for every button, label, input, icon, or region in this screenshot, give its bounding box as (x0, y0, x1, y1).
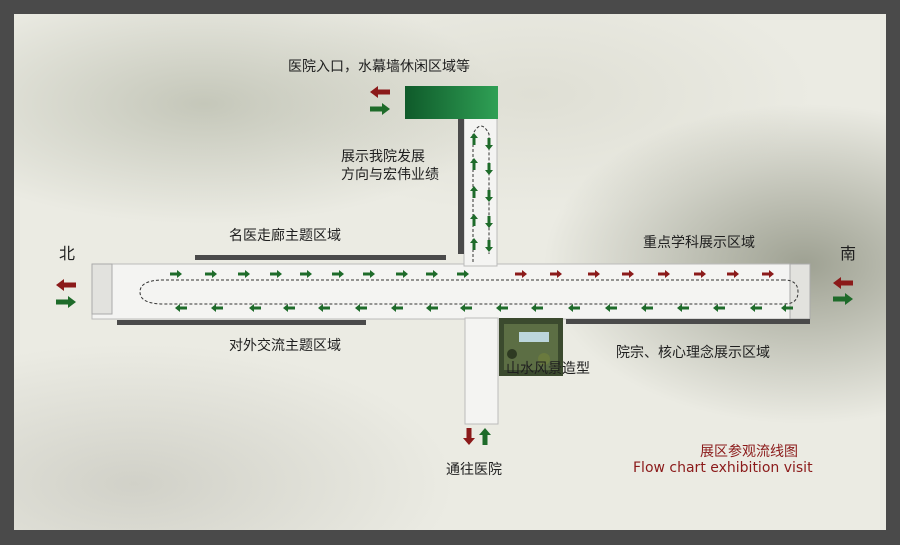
flow-arrow (470, 158, 478, 170)
label-north: 北 (59, 244, 76, 263)
flow-arrow (531, 304, 543, 312)
flow-arrow (396, 270, 408, 278)
wall-exchange (117, 320, 366, 325)
direction-arrow-green (833, 293, 853, 305)
south-direction-arrows (833, 277, 853, 305)
flow-arrow (658, 270, 670, 278)
flow-arrow (270, 270, 282, 278)
south-end-block (789, 263, 811, 320)
diagram-title-en: Flow chart exhibition visit (633, 460, 813, 476)
flow-arrow (332, 270, 344, 278)
flow-arrow (355, 304, 367, 312)
north-corridor (463, 113, 498, 267)
flow-arrow (485, 190, 493, 202)
flow-arrow (762, 270, 774, 278)
flow-arrow (426, 304, 438, 312)
flow-arrow (238, 270, 250, 278)
direction-arrow-green (56, 296, 76, 308)
flow-arrow (485, 240, 493, 252)
direction-arrow-green (479, 428, 491, 445)
label-core-concept: 院宗、核心理念展示区域 (616, 345, 770, 361)
flow-arrow (283, 304, 295, 312)
flow-arrow (727, 270, 739, 278)
label-key-discipline: 重点学科展示区域 (643, 235, 755, 251)
flow-arrow (641, 304, 653, 312)
hospital-entrance-block (405, 86, 498, 119)
label-show-direction: 展示我院发展 方向与宏伟业绩 (341, 149, 439, 183)
label-landscape: 山水风景造型 (506, 361, 590, 377)
south-corridor (464, 317, 499, 425)
label-south: 南 (840, 244, 857, 263)
flow-arrow (249, 304, 261, 312)
landscape-feature (499, 318, 563, 376)
wall-north-corridor (458, 114, 464, 254)
flow-arrow (750, 304, 762, 312)
flow-arrow (605, 304, 617, 312)
flow-arrow (496, 304, 508, 312)
flow-arrow (470, 214, 478, 226)
flow-arrow (694, 270, 706, 278)
label-exchange: 对外交流主题区域 (229, 338, 341, 354)
flow-arrow (677, 304, 689, 312)
label-hospital-entrance: 医院入口，水幕墙休闲区域等 (288, 59, 470, 75)
flow-arrow (318, 304, 330, 312)
wall-famous-doctor (195, 255, 446, 260)
red-arrows-east (515, 270, 774, 278)
label-famous-doctor: 名医走廊主题区域 (229, 228, 341, 244)
flow-arrow (622, 270, 634, 278)
flow-arrow (170, 270, 182, 278)
flow-arrow (588, 270, 600, 278)
direction-arrow-red (463, 428, 475, 445)
label-to-hospital: 通往医院 (446, 462, 502, 478)
north-end-block (91, 263, 113, 315)
flow-arrow (568, 304, 580, 312)
flow-arrow (713, 304, 725, 312)
north-direction-arrows (56, 279, 76, 308)
wall-core-concept (566, 319, 810, 324)
flow-arrow (485, 138, 493, 150)
hospital-direction-arrows (463, 428, 491, 445)
green-arrows-vertical (470, 133, 493, 252)
flow-arrow (300, 270, 312, 278)
flow-arrow (515, 270, 527, 278)
direction-arrow-green (370, 103, 390, 115)
flow-arrow (470, 133, 478, 145)
diagram-title-cn: 展区参观流线图 (700, 444, 798, 460)
flow-arrow (550, 270, 562, 278)
main-flow-loop (139, 279, 799, 305)
flow-arrow (457, 270, 469, 278)
flow-arrow (211, 304, 223, 312)
flow-arrow (485, 163, 493, 175)
flow-arrow (460, 304, 472, 312)
flow-arrow (485, 216, 493, 228)
diagram-canvas: 医院入口，水幕墙休闲区域等 展示我院发展 方向与宏伟业绩 名医走廊主题区域 重点… (14, 14, 886, 530)
flow-arrow (205, 270, 217, 278)
green-arrows-east (170, 270, 469, 278)
flow-arrow (391, 304, 403, 312)
flow-arrow (781, 304, 793, 312)
green-arrows-west (175, 304, 793, 312)
flow-arrow (426, 270, 438, 278)
direction-arrow-red (833, 277, 853, 289)
flow-arrow (175, 304, 187, 312)
floor-plan (56, 86, 853, 445)
flow-arrow (363, 270, 375, 278)
flow-arrow (470, 186, 478, 198)
entrance-direction-arrows (370, 86, 390, 115)
north-flow-loop (472, 125, 490, 262)
flow-arrow (470, 238, 478, 250)
direction-arrow-red (56, 279, 76, 291)
direction-arrow-red (370, 86, 390, 98)
